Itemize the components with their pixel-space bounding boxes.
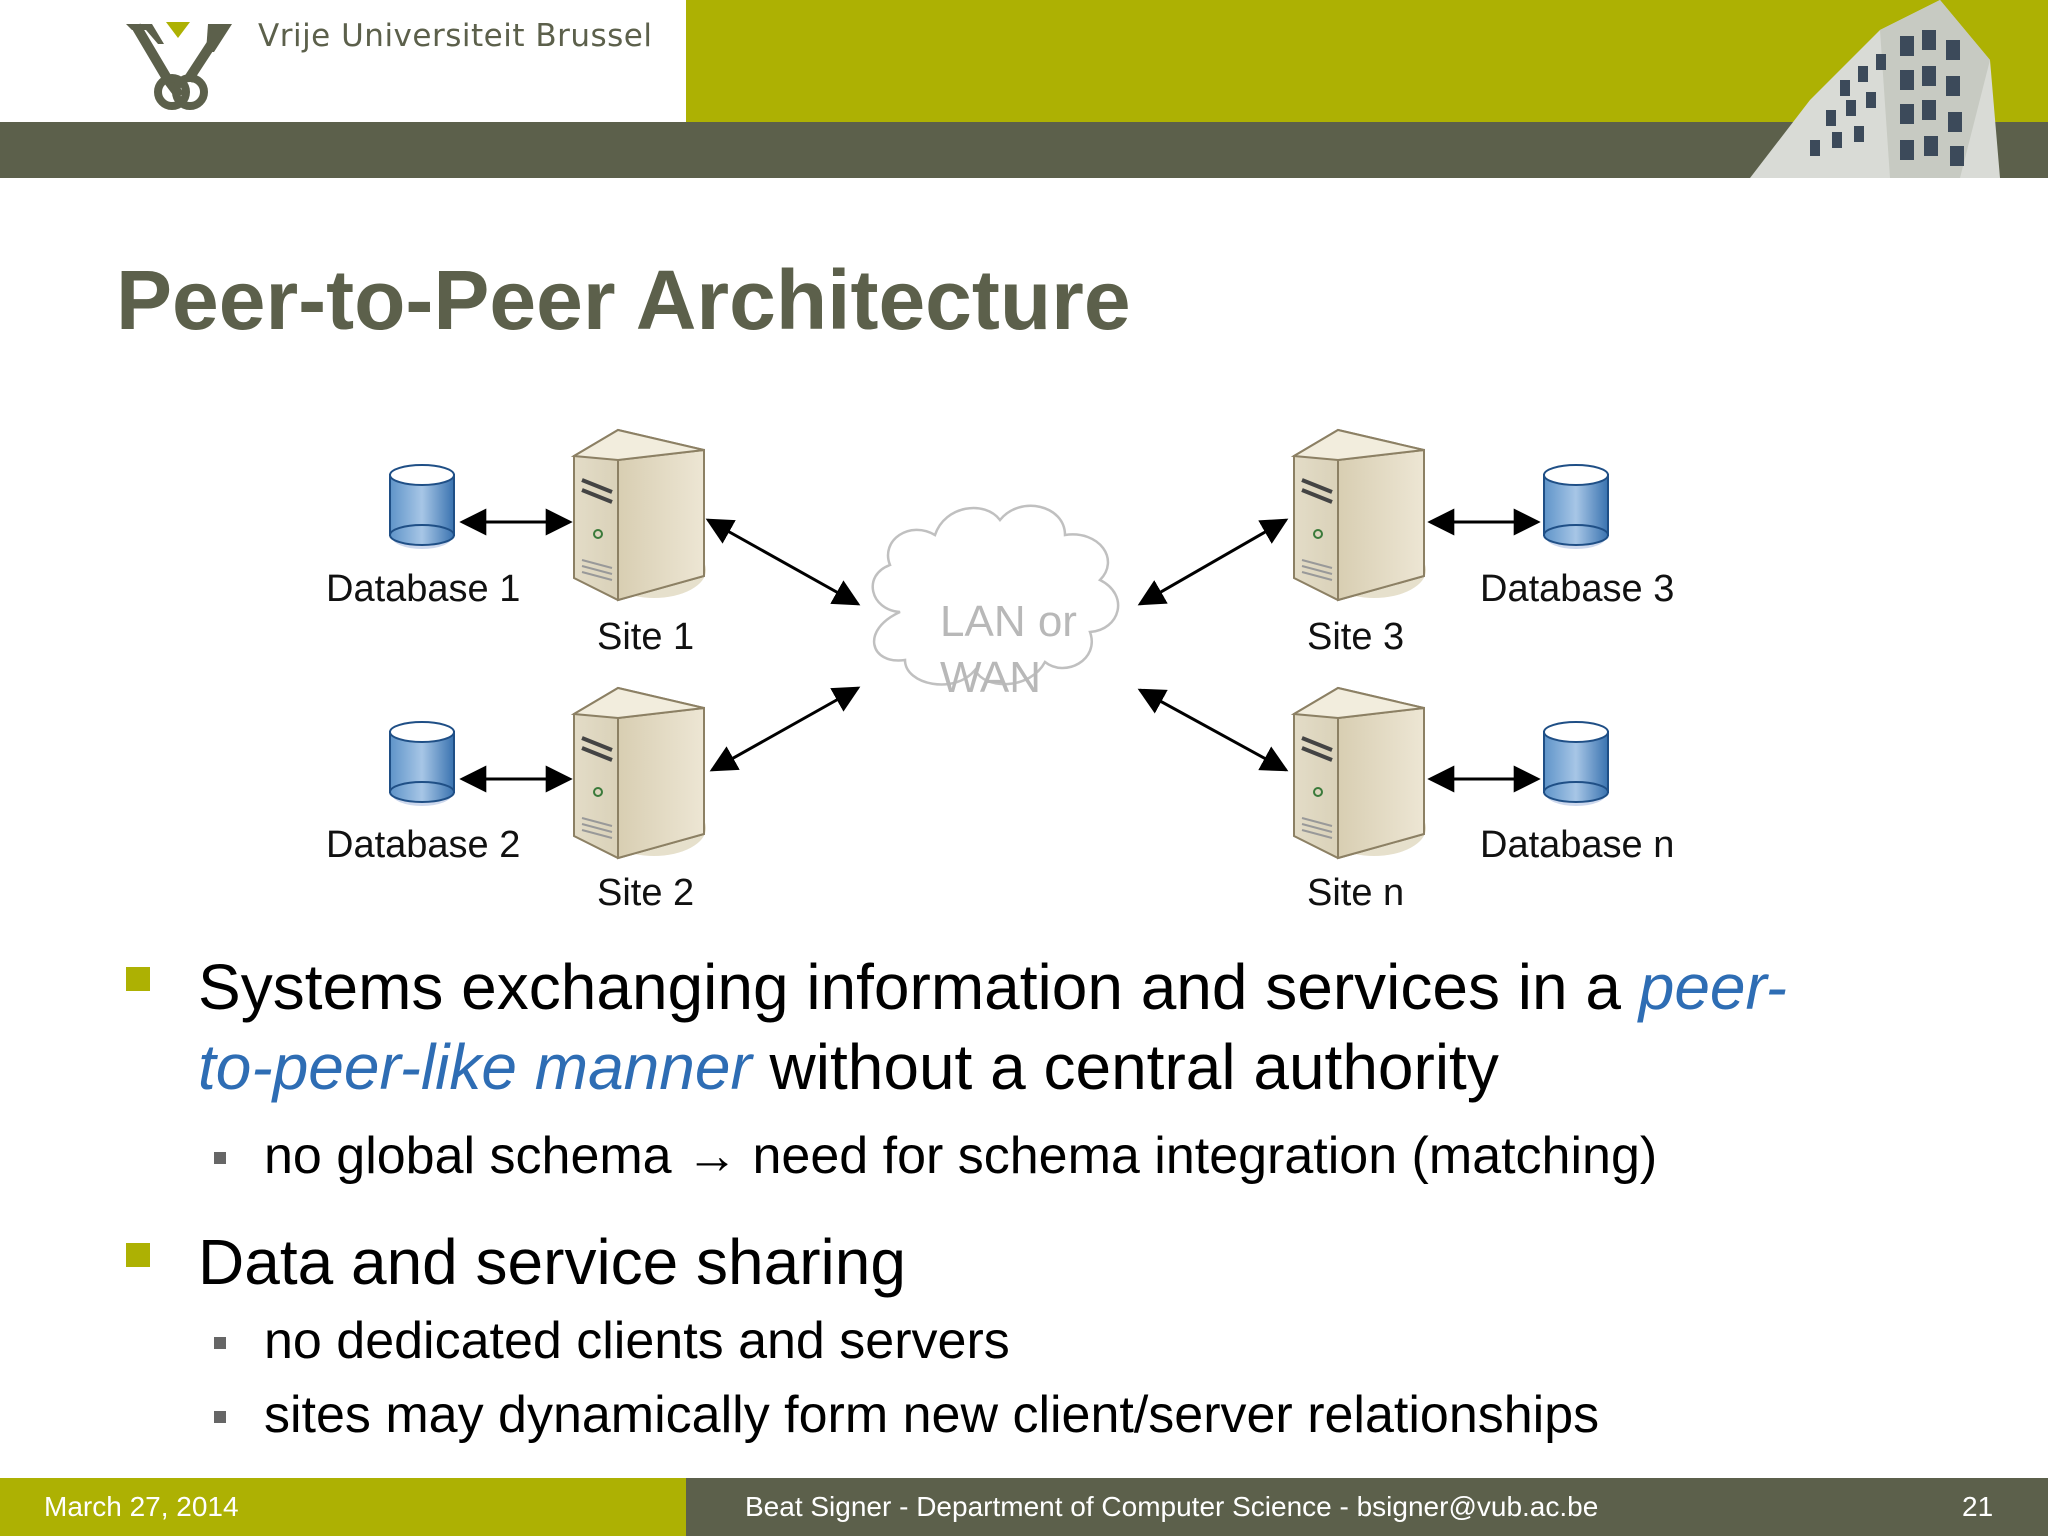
header-dark-band (0, 122, 2048, 178)
footer-author: Beat Signer - Department of Computer Sci… (745, 1491, 1599, 1522)
bullet-marker (126, 967, 150, 991)
network-label-line1: LAN or (940, 597, 1077, 646)
sub-bullet-marker (214, 1337, 226, 1349)
bullet-marker (126, 1243, 150, 1267)
site-n-label: Site n (1307, 872, 1405, 914)
sub-1-text-a: no global schema (264, 1127, 687, 1185)
building-icon (1750, 0, 2000, 178)
footer-date: March 27, 2014 (44, 1491, 239, 1522)
site-1-label: Site 1 (597, 616, 695, 658)
bullet-1-text-a: Systems exchanging information and servi… (198, 951, 1639, 1023)
sub-bullet-marker (214, 1411, 226, 1423)
sub-bullet-marker (214, 1152, 226, 1164)
database-2-label: Database 2 (326, 824, 521, 866)
database-3-label: Database 3 (1480, 568, 1675, 610)
p2p-diagram (389, 428, 1609, 860)
site-2-label: Site 2 (597, 872, 695, 914)
university-name: Vrije Universiteit Brussel (258, 18, 653, 54)
bullet-1-line-2: to-peer-like manner without a central au… (198, 1027, 1499, 1107)
bullet-2: Data and service sharing (198, 1226, 906, 1298)
network-label: LAN or WAN (940, 594, 1077, 706)
bullet-1-highlight-b: to-peer-like manner (198, 1031, 752, 1103)
slide-title: Peer-to-Peer Architecture (116, 253, 1131, 347)
bullet-2-sub-1: no dedicated clients and servers (264, 1312, 1010, 1370)
arrow-right-icon: → (686, 1127, 739, 1185)
header-white-panel (0, 0, 686, 122)
site-3-label: Site 3 (1307, 616, 1405, 658)
bullet-1-text-b: without a central authority (751, 1031, 1499, 1103)
vub-logo-icon (126, 22, 232, 110)
page-number: 21 (1962, 1491, 1994, 1522)
network-label-line2: WAN (940, 653, 1042, 702)
bullet-1-highlight-a: peer- (1638, 951, 1787, 1023)
bullet-1-line-1: Systems exchanging information and servi… (198, 947, 1787, 1027)
footer-dark-panel (686, 1478, 2048, 1536)
footer-green-panel (0, 1478, 686, 1536)
bullet-1-sub-1: no global schema → need for schema integ… (264, 1126, 1657, 1186)
bullet-2-sub-2: sites may dynamically form new client/se… (264, 1386, 1600, 1444)
database-1-label: Database 1 (326, 568, 521, 610)
database-n-label: Database n (1480, 824, 1675, 866)
sub-1-text-b: need for schema integration (matching) (738, 1127, 1658, 1185)
